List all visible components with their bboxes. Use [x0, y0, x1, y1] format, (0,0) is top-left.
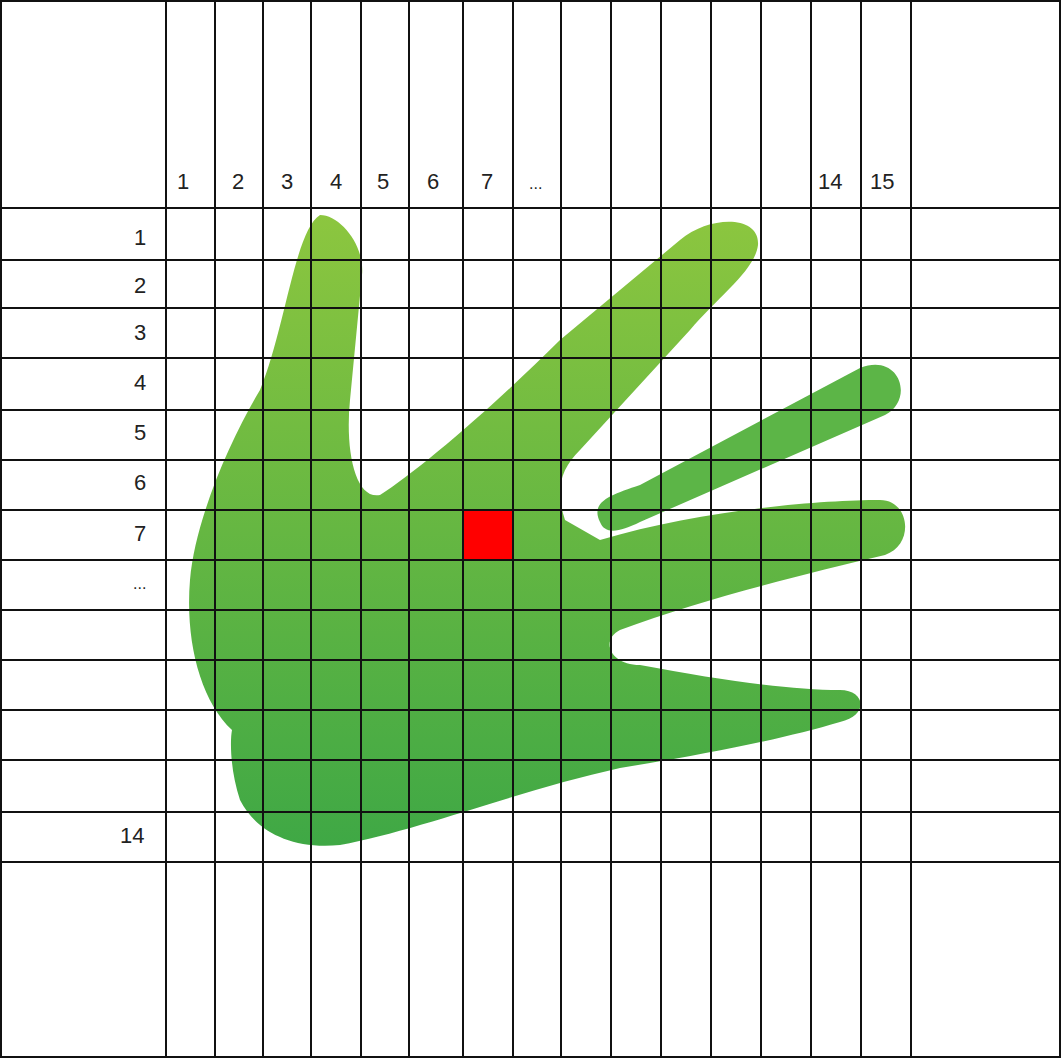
grid-line	[0, 207, 1061, 209]
grid-line	[660, 0, 662, 1058]
grid-line	[710, 0, 712, 1058]
grid-line	[0, 259, 1061, 261]
row-number: 14	[120, 825, 144, 847]
grid-line	[610, 0, 612, 1058]
grid-line	[214, 0, 216, 1058]
hand-finger	[597, 365, 900, 531]
grid-line	[462, 0, 464, 1058]
column-number: 6	[427, 171, 439, 193]
column-number: 1	[177, 171, 189, 193]
row-number: 6	[134, 472, 146, 494]
row-number: 1	[134, 227, 146, 249]
row-number: 5	[134, 422, 146, 444]
row-number: 3	[134, 322, 146, 344]
hand-shape	[189, 215, 905, 846]
column-number: 5	[377, 171, 389, 193]
grid-line	[0, 659, 1061, 661]
grid-line	[408, 0, 410, 1058]
row-number: 2	[134, 275, 146, 297]
column-number: 15	[870, 171, 894, 193]
grid-line	[0, 307, 1061, 309]
grid-line	[860, 0, 862, 1058]
grid-line	[165, 0, 167, 1058]
grid-line	[262, 0, 264, 1058]
column-number: 14	[818, 171, 842, 193]
grid-line	[0, 409, 1061, 411]
grid-line	[0, 759, 1061, 761]
row-number: ...	[133, 576, 146, 592]
column-number: ...	[529, 176, 542, 192]
grid-line	[0, 357, 1061, 359]
column-number: 7	[481, 171, 493, 193]
grid-line	[810, 0, 812, 1058]
column-number: 4	[330, 171, 342, 193]
row-number: 4	[134, 372, 146, 394]
grid-line	[0, 709, 1061, 711]
grid-line	[760, 0, 762, 1058]
column-number: 2	[232, 171, 244, 193]
grid-line	[560, 0, 562, 1058]
grid-line	[0, 459, 1061, 461]
grid-line	[360, 0, 362, 1058]
grid-line	[0, 559, 1061, 561]
grid-line	[512, 0, 514, 1058]
highlighted-cell	[464, 511, 512, 559]
grid-line	[0, 861, 1061, 863]
grid-line	[0, 609, 1061, 611]
grid-line	[0, 509, 1061, 511]
grid-line	[910, 0, 912, 1058]
grid-line	[0, 811, 1061, 813]
row-number: 7	[134, 523, 146, 545]
column-number: 3	[281, 171, 293, 193]
grid-line	[310, 0, 312, 1058]
